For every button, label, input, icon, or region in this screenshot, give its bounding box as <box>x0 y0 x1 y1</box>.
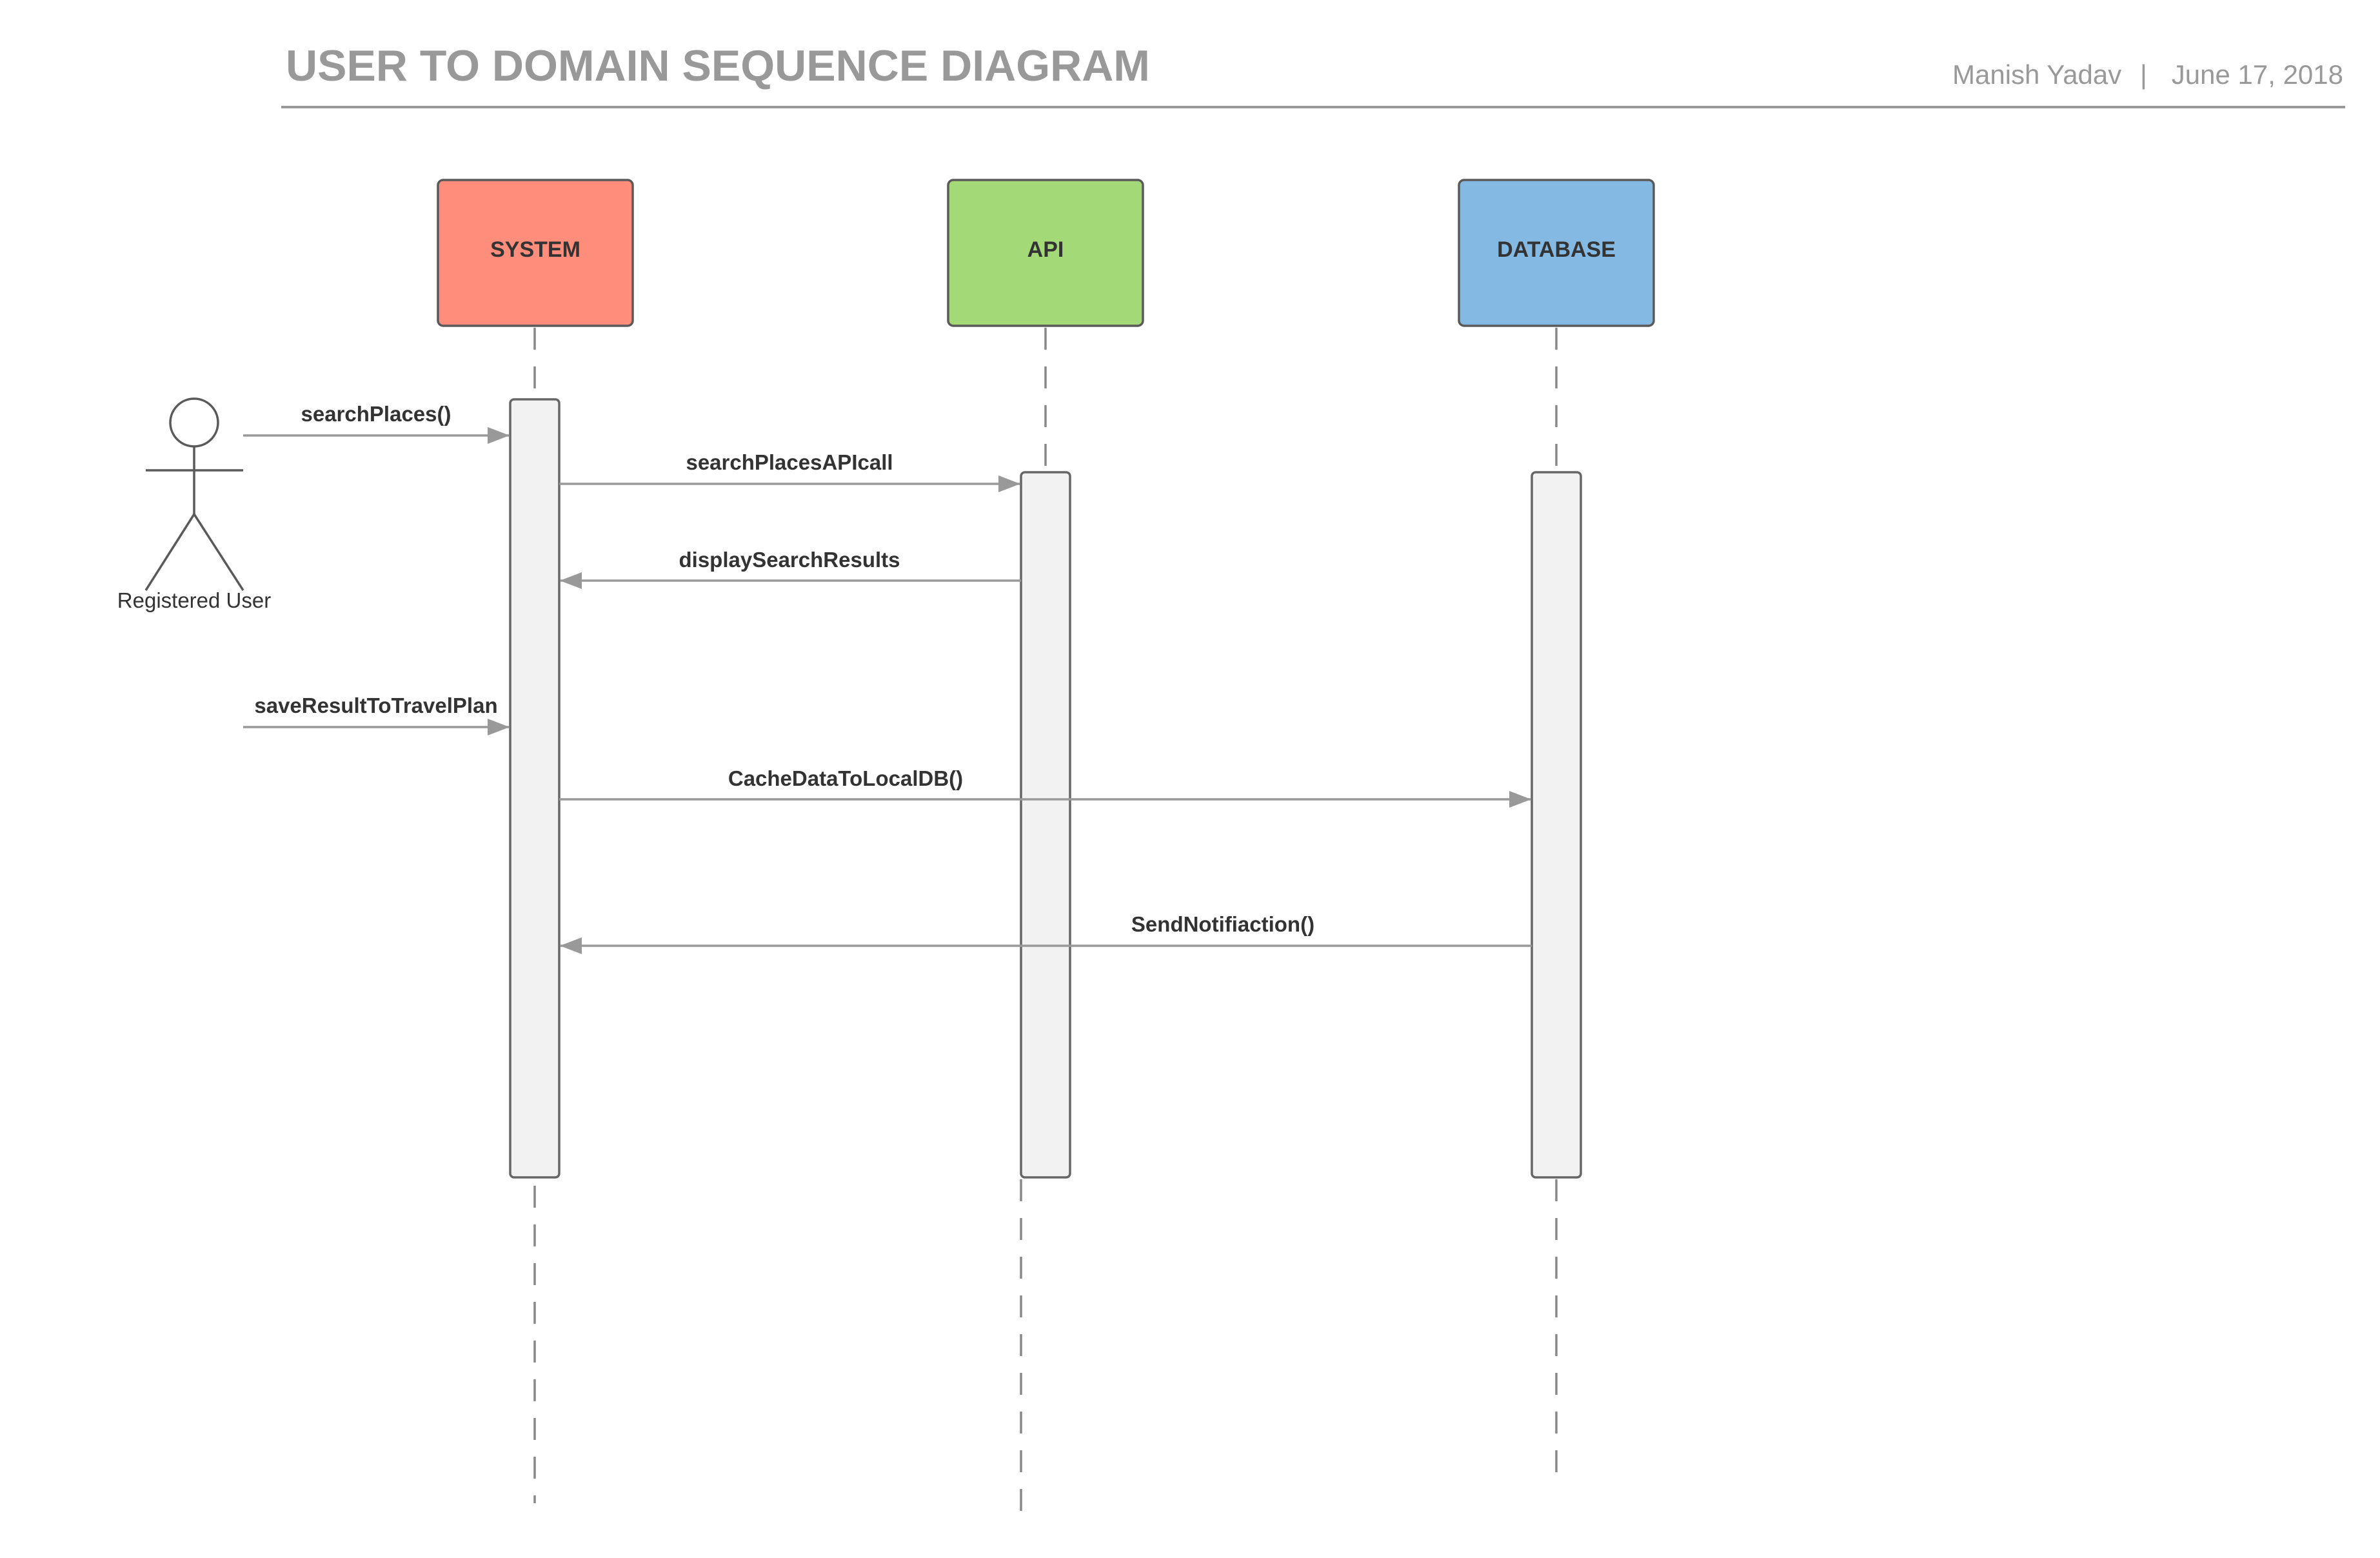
header-separator: | <box>2140 59 2147 90</box>
participant-database: DATABASE <box>1458 179 1655 327</box>
message-save-result-to-travel-plan: saveResultToTravelPlan <box>243 694 510 735</box>
participant-system-box <box>437 179 634 327</box>
diagram-title: USER TO DOMAIN SEQUENCE DIAGRAM <box>286 41 1150 90</box>
actor-registered-user: Registered User <box>117 397 271 612</box>
participant-database-label: DATABASE <box>1497 237 1616 262</box>
actor-right-leg <box>193 514 244 591</box>
actor-left-leg <box>144 514 195 591</box>
diagram-date: June 17, 2018 <box>2172 59 2343 90</box>
actor-label: Registered User <box>117 588 271 612</box>
participant-database-box <box>1458 179 1655 327</box>
message-label: saveResultToTravelPlan <box>254 694 497 717</box>
message-label: SendNotifiaction() <box>1131 912 1314 936</box>
message-search-places-api-call: searchPlacesAPIcall <box>559 450 1020 492</box>
participant-system-label: SYSTEM <box>490 237 580 262</box>
activations <box>509 398 1582 1179</box>
participant-system: SYSTEM <box>437 179 634 327</box>
message-label: searchPlacesAPIcall <box>686 450 893 474</box>
activation-system <box>509 398 560 1179</box>
activation-api <box>1020 471 1071 1179</box>
message-search-places: searchPlaces() <box>243 402 510 444</box>
message-send-notification: SendNotifiaction() <box>560 912 1532 954</box>
message-display-search-results: displaySearchResults <box>560 548 1021 589</box>
message-label: searchPlaces() <box>301 402 451 426</box>
message-cache-data-to-local-db: CacheDataToLocalDB() <box>559 766 1531 808</box>
message-label: CacheDataToLocalDB() <box>728 766 963 790</box>
lifelines <box>533 328 1558 1523</box>
participant-api-label: API <box>1027 237 1064 262</box>
participant-api: API <box>947 179 1144 327</box>
diagram-header: USER TO DOMAIN SEQUENCE DIAGRAM Manish Y… <box>281 41 2345 108</box>
messages: searchPlaces() searchPlacesAPIcall displ… <box>243 402 1532 954</box>
participant-api-box <box>947 179 1144 327</box>
message-label: displaySearchResults <box>679 548 900 572</box>
author-name: Manish Yadav <box>1952 59 2121 90</box>
activation-database <box>1531 471 1582 1179</box>
actor-head <box>169 397 219 448</box>
